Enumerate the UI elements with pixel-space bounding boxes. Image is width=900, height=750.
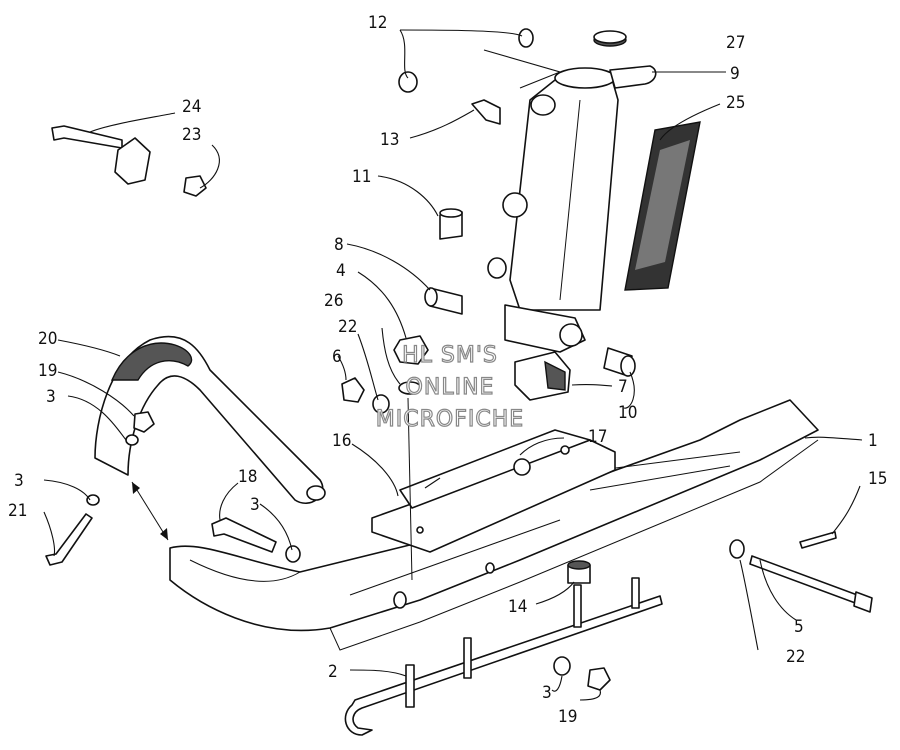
watermark-line-2: ONLINE: [406, 375, 495, 400]
washer-3b: [86, 494, 100, 506]
callout-10: 10: [618, 403, 637, 423]
callout-19-top: 19: [38, 361, 57, 381]
callout-1: 1: [868, 431, 878, 451]
washer-22b: [729, 539, 745, 559]
bushing-11: [439, 208, 463, 240]
washer-3a: [125, 434, 139, 446]
double-arrow: [131, 481, 169, 541]
nut-19b: [587, 667, 611, 691]
callout-8: 8: [334, 235, 344, 255]
washer-22a: [372, 394, 390, 414]
decal: [624, 121, 701, 291]
ski-saddle: [371, 429, 616, 553]
callout-7: 7: [618, 377, 628, 397]
washer-26: [398, 381, 422, 395]
bumper: [514, 351, 571, 401]
callout-3-mid: 3: [250, 495, 260, 515]
bolt-18: [211, 517, 277, 553]
grease-zerk-13: [471, 99, 501, 125]
callout-6: 6: [332, 347, 342, 367]
callout-17: 17: [588, 427, 607, 447]
nut-23: [183, 175, 207, 197]
bushing-14: [567, 560, 591, 584]
callout-27: 27: [726, 33, 745, 53]
washer-3c: [285, 545, 301, 563]
watermark: HL SM'S ONLINE MICROFICHE: [375, 342, 524, 432]
watermark-line-3: MICROFICHE: [376, 407, 524, 432]
callout-24: 24: [182, 97, 201, 117]
nut-12a: [518, 28, 534, 48]
callout-22-bottom: 22: [786, 647, 805, 667]
callout-23: 23: [182, 125, 201, 145]
bolt-24: [51, 125, 123, 149]
callout-13: 13: [380, 130, 399, 150]
nut-6: [341, 377, 365, 403]
washer-3d: [553, 656, 571, 676]
nut-4: [393, 335, 429, 365]
ski-handle: [94, 335, 326, 504]
nut-19a: [133, 411, 155, 433]
callout-25: 25: [726, 93, 745, 113]
callout-labels: 1 2 3 3 3 3 4 5 6 7 8 9 10 11 12 13 14 1…: [8, 13, 887, 727]
cap-27: [593, 30, 627, 47]
bushing-8: [424, 287, 463, 315]
bushing-10: [603, 347, 636, 377]
callout-15: 15: [868, 469, 887, 489]
callout-3-bottom: 3: [542, 683, 552, 703]
spindle: [487, 65, 657, 353]
callout-11: 11: [352, 167, 371, 187]
callout-9: 9: [730, 64, 740, 84]
callout-4: 4: [336, 261, 346, 281]
callout-22-top: 22: [338, 317, 357, 337]
nut-12b: [398, 71, 418, 93]
callout-21: 21: [8, 501, 27, 521]
bolt-long-16: [407, 397, 413, 581]
callout-19-bottom: 19: [558, 707, 577, 727]
bolt-21: [45, 513, 93, 566]
callout-26: 26: [324, 291, 343, 311]
callout-12: 12: [368, 13, 387, 33]
callout-20: 20: [38, 329, 57, 349]
leader-lines: [43, 29, 863, 701]
callout-3-top: 3: [46, 387, 56, 407]
callout-18: 18: [238, 467, 257, 487]
ski: [169, 399, 819, 651]
cotter-pin-15: [799, 531, 837, 549]
callout-14: 14: [508, 597, 527, 617]
clip-23: [114, 137, 151, 185]
callout-3-left: 3: [14, 471, 24, 491]
bolt-5: [749, 555, 873, 613]
callout-5: 5: [794, 617, 804, 637]
callout-2: 2: [328, 662, 338, 682]
wear-bar: [344, 577, 663, 736]
callout-16: 16: [332, 431, 351, 451]
watermark-line-1: HL SM'S: [402, 343, 498, 368]
